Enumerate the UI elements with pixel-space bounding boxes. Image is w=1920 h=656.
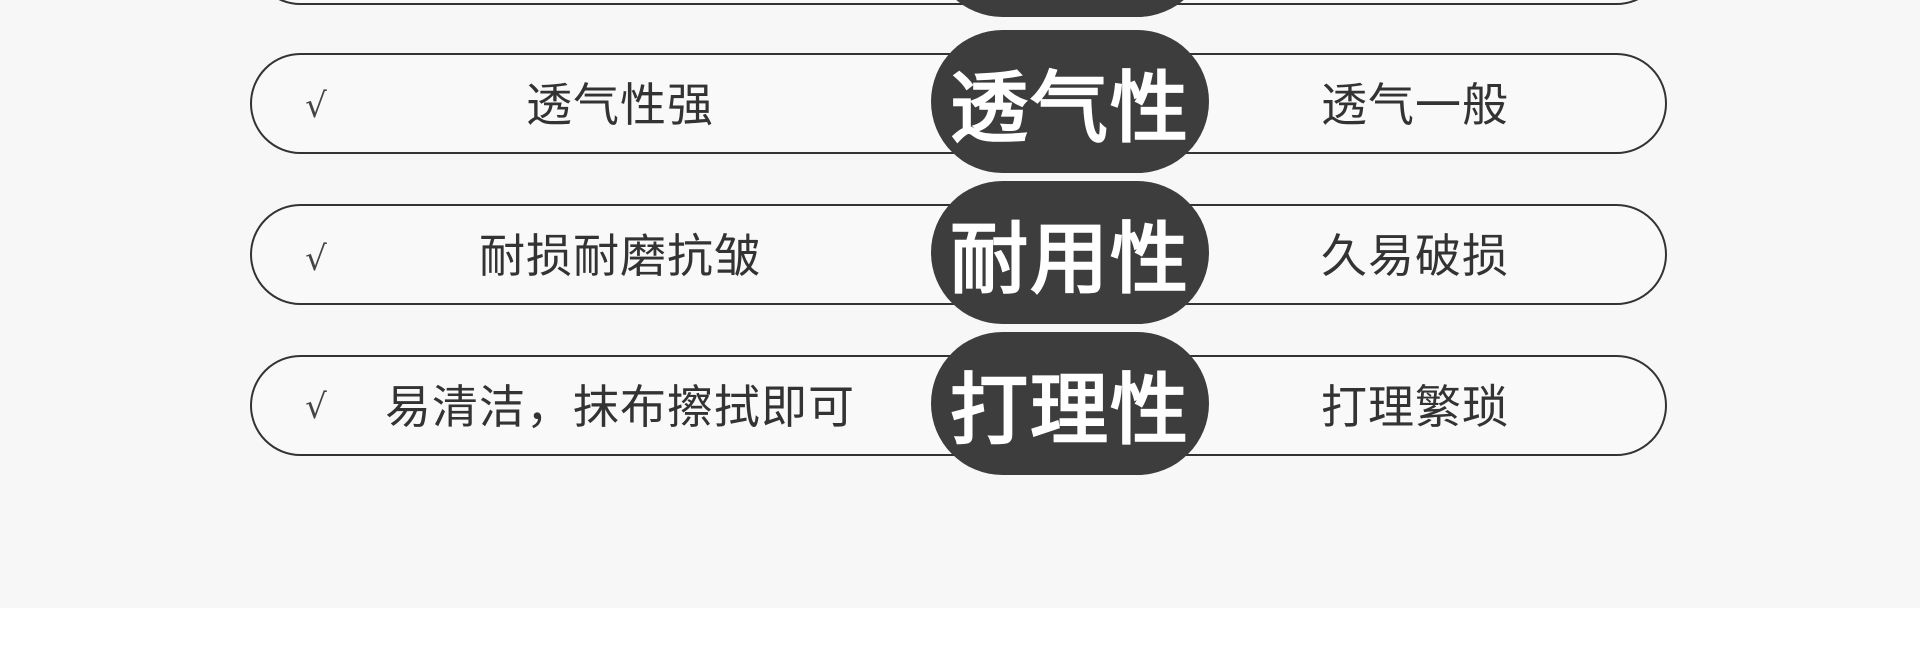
row-3-badge: 打理性 xyxy=(931,332,1209,475)
row-1-right-text: 透气一般 xyxy=(1321,78,1509,132)
row-1-badge: 透气性 xyxy=(931,30,1209,173)
row-3-left-text: 易清洁，抹布擦拭即可 xyxy=(385,380,855,434)
row-2-badge: 耐用性 xyxy=(931,181,1209,324)
check-mark-icon: √ xyxy=(305,86,327,126)
row-3-right-text: 打理繁琐 xyxy=(1321,380,1509,434)
check-mark-icon: √ xyxy=(305,387,327,427)
row-2-left-text: 耐损耐磨抗皱 xyxy=(479,229,761,283)
comparison-panel: √ 透气性强 透气性 透气一般 √ 耐损耐磨抗皱 耐用性 久易破损 √ 易清洁，… xyxy=(250,0,1667,475)
row-1-left-text: 透气性强 xyxy=(526,78,714,132)
row-2-right-text: 久易破损 xyxy=(1321,229,1509,283)
check-mark-icon: √ xyxy=(305,239,327,279)
row-badge-previous xyxy=(931,0,1209,17)
